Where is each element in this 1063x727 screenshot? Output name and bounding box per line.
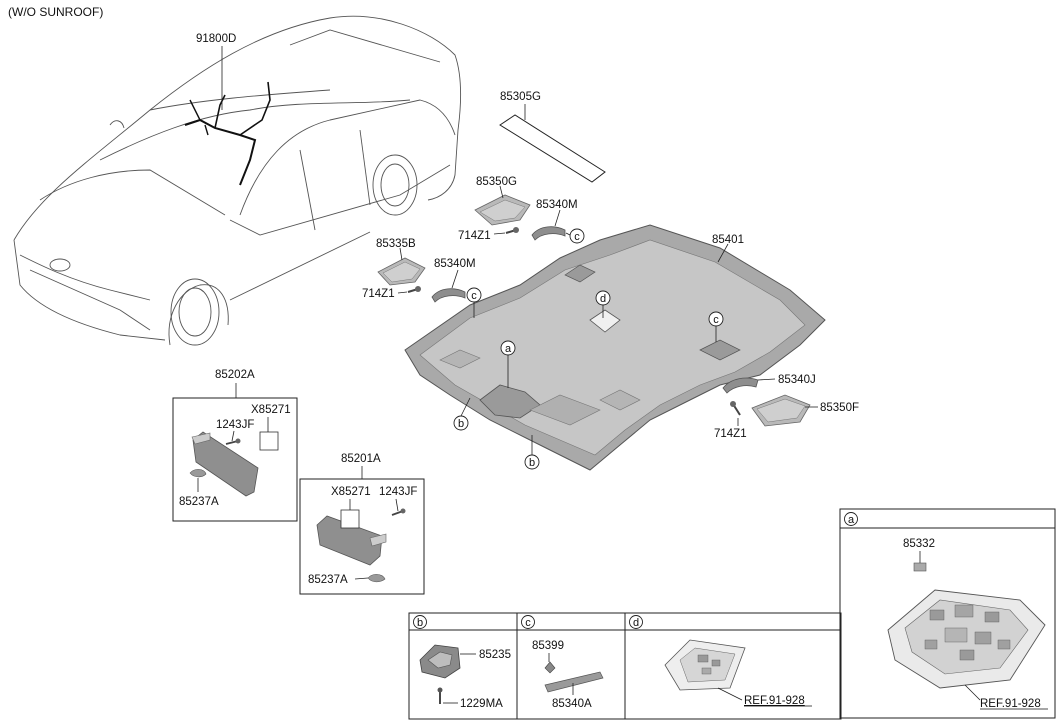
label-grip-upper: 85340M (536, 199, 578, 211)
label-visor-left-retainer: 85237A (308, 574, 348, 586)
detail-table (408, 612, 842, 720)
label-bracket-upper: 85350G (476, 176, 517, 188)
visor-left-box (299, 478, 425, 595)
bracket-upper (474, 194, 531, 226)
label-visor-left-label: X85271 (331, 486, 371, 498)
strip-part (499, 114, 606, 183)
detail-a-box (839, 508, 1056, 719)
headlining-part (404, 224, 826, 471)
label-visor-left-assy: 85201A (341, 453, 381, 465)
detail-c-clip (544, 661, 604, 693)
bolt-upper-icon (505, 227, 519, 234)
detail-d-ref[interactable]: REF.91-928 (744, 695, 805, 707)
bolt-right-icon (730, 401, 741, 416)
label-visor-right-retainer: 85237A (179, 496, 219, 508)
label-strip: 85305G (500, 91, 541, 103)
detail-c-key: c (525, 617, 531, 629)
detail-a-bulb (913, 562, 927, 572)
bracket-right (751, 394, 811, 427)
bolt-left-icon (407, 286, 421, 293)
wiring-harness (184, 81, 271, 186)
marker-b2: b (529, 457, 535, 469)
visor-right (189, 431, 279, 497)
detail-a-key: a (848, 514, 855, 526)
detail-b-lamp (419, 644, 461, 704)
label-wiring: 91800D (196, 33, 236, 45)
label-bolt-right: 714Z1 (714, 428, 747, 440)
detail-a-part1: 85332 (903, 538, 935, 550)
label-headlining: 85401 (712, 234, 744, 246)
marker-c3: c (713, 314, 719, 326)
grip-left (431, 288, 466, 303)
detail-c-part1: 85399 (532, 640, 564, 652)
label-visor-right-screw: 1243JF (216, 419, 254, 431)
car-outline (13, 15, 462, 346)
variant-label: (W/O SUNROOF) (8, 5, 103, 19)
label-bracket-right: 85350F (820, 402, 859, 414)
detail-b-key: b (417, 617, 423, 629)
grip-right (722, 377, 759, 394)
label-bolt-left: 714Z1 (362, 288, 395, 300)
label-grip-left: 85340M (434, 258, 476, 270)
detail-a-console (887, 589, 1046, 689)
label-bolt-upper: 714Z1 (458, 230, 491, 242)
visor-right-box (172, 397, 298, 522)
bracket-left (377, 257, 426, 286)
marker-c2: c (574, 231, 580, 243)
marker-a: a (505, 343, 512, 355)
grip-upper (531, 226, 566, 241)
label-grip-right: 85340J (778, 374, 816, 386)
marker-b1: b (458, 418, 464, 430)
label-visor-left-screw: 1243JF (379, 486, 417, 498)
label-visor-right-label: X85271 (251, 404, 291, 416)
detail-d-console (664, 639, 746, 691)
label-visor-right-assy: 85202A (215, 369, 255, 381)
detail-b-part1: 85235 (479, 649, 511, 661)
detail-a-ref[interactable]: REF.91-928 (980, 698, 1041, 710)
visor-left (316, 508, 406, 583)
marker-c1: c (471, 290, 477, 302)
detail-c-part2: 85340A (552, 698, 592, 710)
marker-d: d (600, 293, 606, 305)
detail-d-key: d (633, 617, 639, 629)
label-bracket-left: 85335B (376, 238, 416, 250)
detail-b-part2: 1229MA (460, 698, 503, 710)
